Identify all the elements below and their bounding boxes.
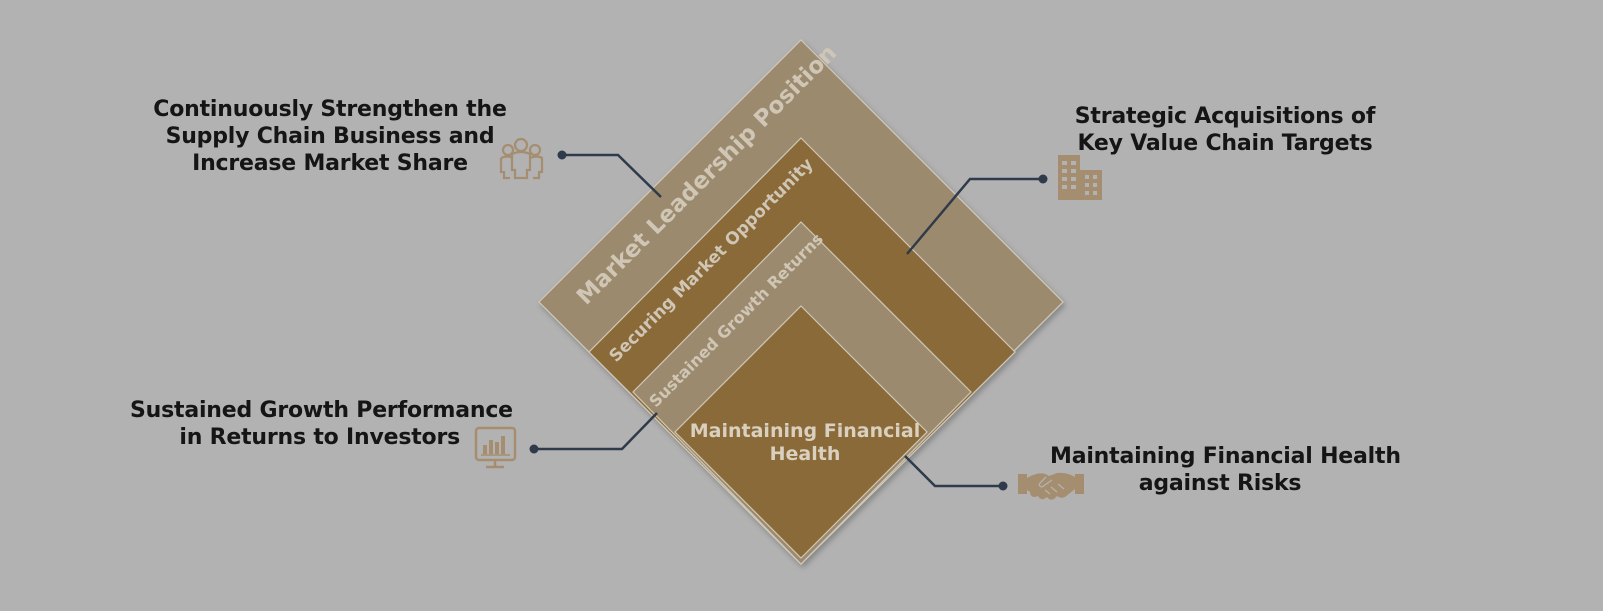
connector-bottom-right: [904, 455, 1003, 488]
label-financial-health: Maintaining Financial Health: [689, 420, 921, 465]
connector-dot-top-left: [557, 150, 567, 160]
handshake-icon: [1018, 472, 1084, 500]
callout-acquisitions: Strategic Acquisitions of Key Value Chai…: [1074, 104, 1376, 156]
building-icon: [1058, 155, 1102, 200]
connector-dot-bottom-right: [998, 481, 1008, 491]
connector-dot-bottom-left: [529, 444, 539, 454]
connector-dot-top-right: [1038, 174, 1048, 184]
callout-supply-chain: Continuously Strengthen the Supply Chain…: [153, 97, 507, 176]
connector-bottom-left: [534, 412, 658, 451]
connector-top-right: [906, 177, 1043, 255]
people-icon: [499, 137, 544, 180]
callout-financial-risks: Maintaining Financial Health against Ris…: [1050, 444, 1401, 496]
connector-top-left: [562, 153, 662, 198]
monitor-chart-icon: [474, 426, 517, 469]
layer-financial-health: [674, 305, 928, 559]
callout-growth-performance: Sustained Growth Performance in Returns …: [130, 398, 513, 450]
